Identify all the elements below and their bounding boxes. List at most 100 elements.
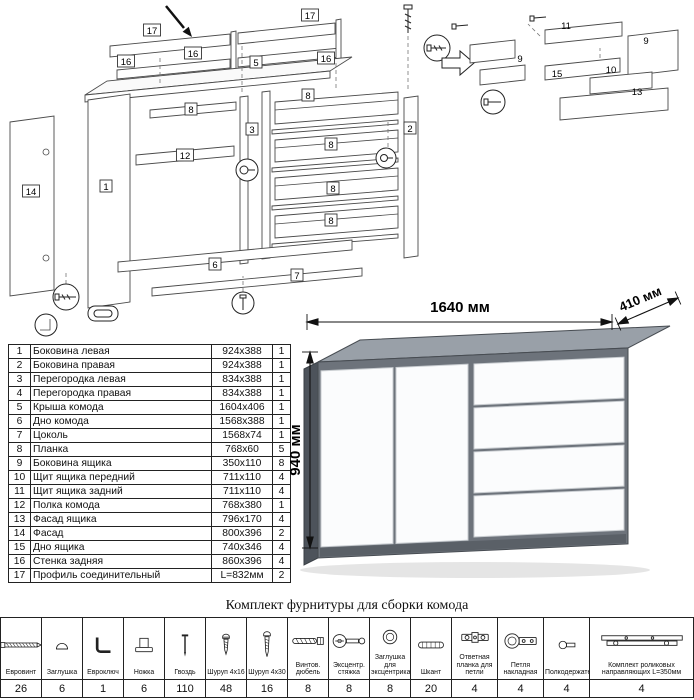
left-side-panel-shape (87, 93, 131, 309)
hardware-item-qty: 4 (543, 679, 590, 698)
hardware-item-vintovoy-dyubel: Винтов. дюбель (287, 617, 329, 680)
parts-cell-name: Боковина ящика (30, 456, 212, 471)
part-callout-8: 8 (305, 91, 310, 102)
screw-icon (403, 4, 413, 33)
connector-profile-shape (335, 18, 342, 63)
hardware-item-qty: 6 (41, 679, 83, 698)
zaglushka-icon (43, 619, 82, 670)
width-dimension-label: 1640 мм (430, 299, 490, 316)
cam-lock-icon (239, 165, 255, 175)
parts-cell-name: Цоколь (30, 428, 212, 443)
parts-cell-num: 6 (8, 414, 31, 429)
height-dimension (302, 350, 318, 550)
hardware-kit-title: Комплект фурнитуры для сборки комода (225, 598, 469, 613)
hardware-item-qty: 26 (0, 679, 42, 698)
parts-cell-qty: 1 (272, 498, 291, 513)
arrow-icon (441, 49, 475, 77)
screw-icon (426, 44, 446, 52)
callout-box (184, 102, 198, 116)
hardware-item-shurup-4x30: Шуруп 4х30 (246, 617, 288, 680)
part-callout-8: 8 (328, 140, 333, 151)
callout-box (245, 122, 259, 136)
callout-box (301, 8, 319, 22)
parts-cell-name: Перегородка правая (30, 386, 212, 401)
parts-cell-name: Фасад ящика (30, 512, 212, 527)
part-callout-8: 8 (330, 184, 335, 195)
parts-cell-num: 5 (8, 400, 31, 415)
parts-cell-size: 834х388 (211, 386, 273, 401)
hardware-item-qty: 16 (246, 679, 288, 698)
parts-cell-size: 924х388 (211, 344, 273, 359)
parts-cell-num: 4 (8, 386, 31, 401)
hardware-item-zaglushka: Заглушка (41, 617, 83, 680)
part-callout-17: 17 (305, 11, 316, 22)
hardware-item-qty: 8 (369, 679, 411, 698)
part-callout-17: 17 (147, 26, 158, 37)
hardware-item-name: Евровинт (5, 669, 37, 677)
parts-cell-name: Крыша комода (30, 400, 212, 415)
drawer-front-4 (473, 488, 625, 538)
parts-cell-name: Профиль соединительный (30, 568, 212, 583)
part-callout-8: 8 (188, 105, 193, 116)
part-callout-3: 3 (249, 125, 254, 136)
nozhka-icon (125, 619, 164, 670)
hex-key-icon (40, 319, 51, 331)
parts-cell-name: Боковина правая (30, 358, 212, 373)
hardware-item-qty: 20 (410, 679, 452, 698)
hardware-item-qty: 6 (123, 679, 165, 698)
parts-cell-num: 7 (8, 428, 31, 443)
ekscentrik-icon (330, 619, 369, 662)
parts-cell-name: Боковина левая (30, 344, 212, 359)
parts-cell-size: 740х346 (211, 540, 273, 555)
part-callout-5: 5 (253, 58, 258, 69)
callout-box (301, 88, 315, 102)
callout-box (249, 55, 263, 69)
parts-cell-name: Перегородка левая (30, 372, 212, 387)
hardware-item-name: Заглушка для эксцентрика (371, 654, 411, 677)
part-callout-6: 6 (212, 260, 217, 271)
hardware-item-name: Ножка (133, 669, 155, 677)
hardware-item-name: Комплект роликовых направляющих L=350мм (601, 661, 682, 677)
part-callout-9: 9 (517, 54, 522, 65)
part-callout-8: 8 (328, 216, 333, 227)
hardware-item-qty: 4 (497, 679, 544, 698)
callout-box (324, 137, 338, 151)
parts-cell-size: 1568х388 (211, 414, 273, 429)
hardware-item-name: Полкодержатель (545, 669, 589, 677)
part-callout-1: 1 (103, 182, 108, 193)
hinge-cup-icon (42, 148, 50, 156)
part-callout-16: 16 (121, 57, 132, 68)
parts-cell-qty: 2 (272, 526, 291, 541)
hardware-item-name: Заглушка (46, 669, 78, 677)
parts-cell-num: 3 (8, 372, 31, 387)
hardware-item-name: Винтов. дюбель (295, 661, 321, 677)
parts-cell-num: 15 (8, 540, 31, 555)
hardware-item-shkant: Шкант (410, 617, 452, 680)
callout-box (290, 268, 304, 282)
parts-cell-size: 711х110 (211, 484, 273, 499)
dresser-front-face (317, 347, 629, 559)
dresser-render (303, 325, 671, 566)
hardware-item-qty: 4 (451, 679, 498, 698)
hardware-item-qty: 4 (589, 679, 694, 698)
part-callout-16: 16 (321, 54, 332, 65)
callout-box (22, 184, 40, 198)
parts-cell-num: 1 (8, 344, 31, 359)
hardware-item-eurovint: Евровинт (0, 617, 43, 680)
pointer-arrows (165, 5, 475, 77)
otvetnaya-planka-icon (453, 619, 497, 655)
petlya-icon (499, 619, 543, 662)
